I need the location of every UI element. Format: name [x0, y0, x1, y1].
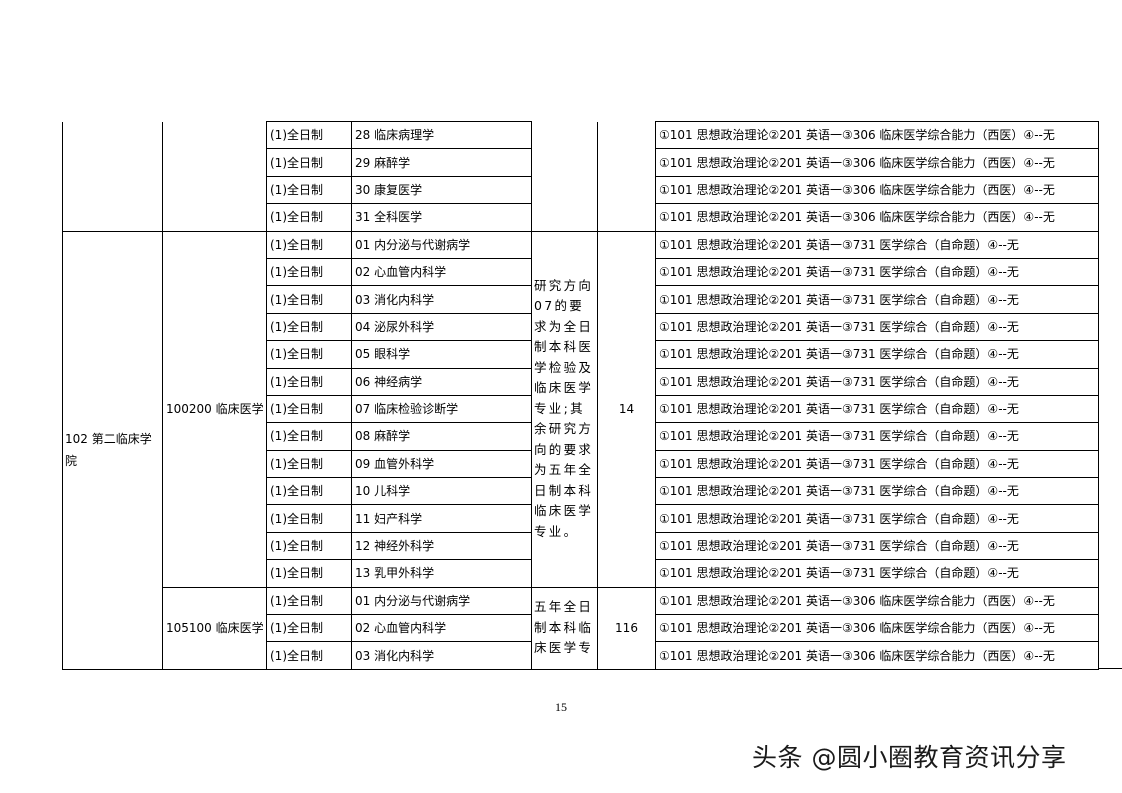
exam-subjects: ①101 思想政治理论②201 英语一③306 临床医学综合能力（西医）④--无	[655, 586, 1099, 616]
table-row: (1)全日制 31 全科医学 ①101 思想政治理论②201 英语一③306 临…	[63, 203, 1099, 232]
research-direction: 28 临床病理学	[351, 120, 532, 150]
study-mode: (1)全日制	[266, 477, 352, 506]
study-mode: (1)全日制	[266, 449, 352, 479]
exam-subjects: ①101 思想政治理论②201 英语一③731 医学综合（自命题）④--无	[655, 422, 1099, 451]
study-mode: (1)全日制	[266, 641, 352, 670]
exam-subjects: ①101 思想政治理论②201 英语一③731 医学综合（自命题）④--无	[655, 394, 1099, 424]
table-bottom-rule	[1098, 668, 1122, 669]
exam-subjects: ①101 思想政治理论②201 英语一③731 医学综合（自命题）④--无	[655, 504, 1099, 533]
quota-cell-continued	[597, 121, 656, 232]
study-mode: (1)全日制	[266, 559, 352, 588]
table-row: 105100 临床医学 (1)全日制 01 内分泌与代谢病学 五年全日制本科临床…	[63, 586, 1099, 670]
table-row: (1)全日制 09 血管外科学 ①101 思想政治理论②201 英语一③731 …	[63, 449, 1099, 479]
study-mode: (1)全日制	[266, 586, 352, 616]
exam-subjects: ①101 思想政治理论②201 英语一③731 医学综合（自命题）④--无	[655, 285, 1099, 314]
research-direction: 03 消化内科学	[351, 641, 532, 670]
study-mode: (1)全日制	[266, 230, 352, 259]
research-direction: 03 消化内科学	[351, 285, 532, 314]
exam-subjects: ①101 思想政治理论②201 英语一③731 医学综合（自命题）④--无	[655, 531, 1099, 561]
table-row: (1)全日制 05 眼科学 ①101 思想政治理论②201 英语一③731 医学…	[63, 340, 1099, 369]
study-mode: (1)全日制	[266, 120, 352, 150]
research-direction: 29 麻醉学	[351, 148, 532, 177]
exam-subjects: ①101 思想政治理论②201 英语一③306 临床医学综合能力（西医）④--无	[655, 120, 1099, 150]
study-mode: (1)全日制	[266, 504, 352, 533]
table-row: (1)全日制 13 乳甲外科学 ①101 思想政治理论②201 英语一③731 …	[63, 559, 1099, 588]
table-row: (1)全日制 30 康复医学 ①101 思想政治理论②201 英语一③306 临…	[63, 175, 1099, 205]
exam-subjects: ①101 思想政治理论②201 英语一③731 医学综合（自命题）④--无	[655, 477, 1099, 506]
study-mode: (1)全日制	[266, 394, 352, 424]
major-name: 100200 临床医学	[162, 230, 267, 588]
table-row: (1)全日制 02 心血管内科学 ①101 思想政治理论②201 英语一③731…	[63, 257, 1099, 287]
study-mode: (1)全日制	[266, 340, 352, 369]
exam-subjects: ①101 思想政治理论②201 英语一③306 临床医学综合能力（西医）④--无	[655, 175, 1099, 205]
table-row: (1)全日制 06 神经病学 ①101 思想政治理论②201 英语一③731 医…	[63, 367, 1099, 396]
study-mode: (1)全日制	[266, 285, 352, 314]
page-number: 15	[555, 700, 567, 714]
exam-subjects: ①101 思想政治理论②201 英语一③306 临床医学综合能力（西医）④--无	[655, 641, 1099, 670]
exam-subjects: ①101 思想政治理论②201 英语一③731 医学综合（自命题）④--无	[655, 340, 1099, 369]
research-direction: 01 内分泌与代谢病学	[351, 586, 532, 616]
exam-subjects: ①101 思想政治理论②201 英语一③731 医学综合（自命题）④--无	[655, 257, 1099, 287]
requirement-cell-continued	[531, 121, 598, 232]
study-mode: (1)全日制	[266, 367, 352, 396]
research-direction: 02 心血管内科学	[351, 257, 532, 287]
research-direction: 04 泌尿外科学	[351, 312, 532, 342]
exam-subjects: ①101 思想政治理论②201 英语一③731 医学综合（自命题）④--无	[655, 367, 1099, 396]
enrollment-quota: 116	[597, 586, 656, 670]
major-name: 105100 临床医学	[162, 586, 267, 670]
research-direction: 13 乳甲外科学	[351, 559, 532, 588]
research-direction: 07 临床检验诊断学	[351, 394, 532, 424]
study-mode: (1)全日制	[266, 257, 352, 287]
study-mode: (1)全日制	[266, 175, 352, 205]
table-row: (1)全日制 03 消化内科学 ①101 思想政治理论②201 英语一③306 …	[63, 641, 1099, 670]
table-row: (1)全日制 08 麻醉学 ①101 思想政治理论②201 英语一③731 医学…	[63, 422, 1099, 451]
study-mode: (1)全日制	[266, 531, 352, 561]
exam-subjects: ①101 思想政治理论②201 英语一③731 医学综合（自命题）④--无	[655, 312, 1099, 342]
research-direction: 11 妇产科学	[351, 504, 532, 533]
research-direction: 06 神经病学	[351, 367, 532, 396]
department-name: 102 第二临床学院	[62, 230, 163, 670]
research-direction: 08 麻醉学	[351, 422, 532, 451]
admission-requirement: 五年全日制本科临床医学专	[531, 586, 598, 670]
table-row: 102 第二临床学院 100200 临床医学 (1)全日制 01 内分泌与代谢病…	[62, 230, 1099, 670]
table-row: (1)全日制 02 心血管内科学 ①101 思想政治理论②201 英语一③306…	[63, 614, 1099, 643]
exam-subjects: ①101 思想政治理论②201 英语一③306 临床医学综合能力（西医）④--无	[655, 203, 1099, 232]
enrollment-quota: 14	[597, 230, 656, 588]
exam-subjects: ①101 思想政治理论②201 英语一③731 医学综合（自命题）④--无	[655, 230, 1099, 259]
table-row: (1)全日制 29 麻醉学 ①101 思想政治理论②201 英语一③306 临床…	[63, 148, 1099, 177]
exam-subjects: ①101 思想政治理论②201 英语一③731 医学综合（自命题）④--无	[655, 449, 1099, 479]
exam-subjects: ①101 思想政治理论②201 英语一③306 临床医学综合能力（西医）④--无	[655, 148, 1099, 177]
exam-subjects: ①101 思想政治理论②201 英语一③306 临床医学综合能力（西医）④--无	[655, 614, 1099, 643]
table-row: (1)全日制 07 临床检验诊断学 ①101 思想政治理论②201 英语一③73…	[63, 394, 1099, 424]
table-row: (1)全日制 28 临床病理学 ①101 思想政治理论②201 英语一③306 …	[62, 120, 1099, 232]
study-mode: (1)全日制	[266, 148, 352, 177]
research-direction: 02 心血管内科学	[351, 614, 532, 643]
major-cell-continued	[162, 121, 267, 232]
research-direction: 31 全科医学	[351, 203, 532, 232]
table-row: (1)全日制 03 消化内科学 ①101 思想政治理论②201 英语一③731 …	[63, 285, 1099, 314]
admission-requirement: 研究方向07的要求为全日制本科医学检验及临床医学专业;其余研究方向的要求为五年全…	[531, 230, 598, 588]
study-mode: (1)全日制	[266, 422, 352, 451]
admissions-table: (1)全日制 28 临床病理学 ①101 思想政治理论②201 英语一③306 …	[62, 120, 1099, 670]
research-direction: 30 康复医学	[351, 175, 532, 205]
research-direction: 01 内分泌与代谢病学	[351, 230, 532, 259]
watermark: 头条 @圆小圈教育资讯分享	[752, 743, 1067, 772]
study-mode: (1)全日制	[266, 203, 352, 232]
research-direction: 05 眼科学	[351, 340, 532, 369]
department-cell-continued	[62, 121, 163, 232]
study-mode: (1)全日制	[266, 614, 352, 643]
exam-subjects: ①101 思想政治理论②201 英语一③731 医学综合（自命题）④--无	[655, 559, 1099, 588]
study-mode: (1)全日制	[266, 312, 352, 342]
research-direction: 09 血管外科学	[351, 449, 532, 479]
research-direction: 10 儿科学	[351, 477, 532, 506]
research-direction: 12 神经外科学	[351, 531, 532, 561]
